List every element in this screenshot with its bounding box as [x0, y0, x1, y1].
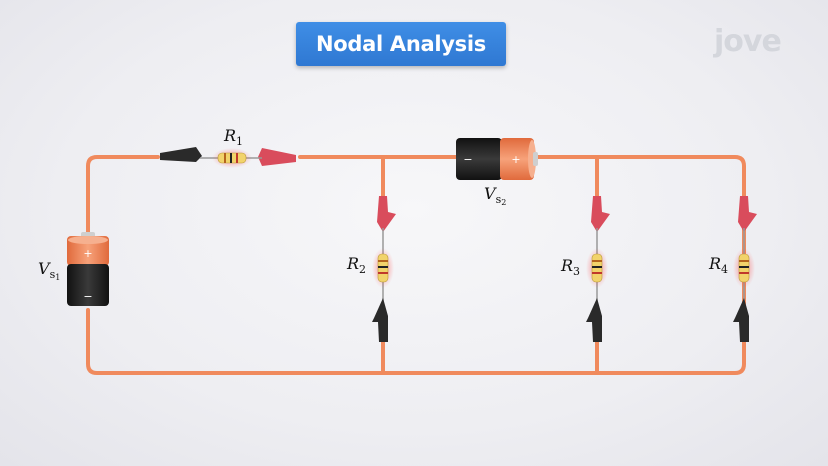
label-vs1: Vs1: [38, 259, 60, 282]
label-vs1-main: V: [38, 259, 50, 278]
label-r3-main: R: [561, 256, 574, 275]
label-r1-sub: 1: [236, 135, 244, 148]
label-r3-sub: 3: [573, 265, 581, 278]
label-r2-main: R: [347, 254, 360, 273]
label-vs2: Vs2: [484, 184, 506, 207]
resistor-r3: [586, 196, 610, 342]
page-title: Nodal Analysis: [316, 32, 486, 56]
r4-black-clip: [733, 298, 749, 342]
r3-black-clip: [586, 298, 602, 342]
label-r1-main: R: [224, 126, 237, 145]
resistor-r2: [372, 196, 396, 342]
vs1-negative-mark: −: [83, 290, 92, 303]
vs1-positive-mark: +: [83, 247, 92, 260]
label-vs1-sub: s: [49, 268, 56, 281]
wire-loop: [86, 155, 746, 375]
wires: [86, 155, 746, 375]
r3-red-clip: [591, 196, 610, 232]
resistor-r1: [160, 147, 296, 168]
jove-logo: jove: [714, 24, 782, 59]
battery-vs2: − +: [456, 138, 538, 180]
label-vs2-sub: s: [495, 193, 502, 206]
battery-vs1: + −: [67, 232, 109, 306]
label-vs2-sub2: 2: [501, 198, 507, 207]
r2-red-clip: [377, 196, 396, 232]
label-r4: R4: [709, 254, 729, 276]
label-vs2-main: V: [484, 184, 496, 203]
vs2-negative-mark: −: [463, 153, 472, 166]
label-r1: R1: [224, 126, 244, 148]
r1-black-clip: [160, 147, 202, 162]
title-banner: Nodal Analysis: [296, 22, 506, 66]
label-r2: R2: [347, 254, 367, 276]
label-vs1-sub2: 1: [55, 273, 61, 282]
label-r4-sub: 4: [721, 263, 729, 276]
label-r2-sub: 2: [359, 263, 367, 276]
r4-red-clip: [738, 196, 757, 232]
r2-black-clip: [372, 298, 388, 342]
label-r3: R3: [561, 256, 581, 278]
label-r4-main: R: [709, 254, 722, 273]
resistor-r4: [733, 196, 757, 342]
r1-red-clip: [258, 148, 296, 166]
vs2-positive-mark: +: [511, 153, 520, 166]
